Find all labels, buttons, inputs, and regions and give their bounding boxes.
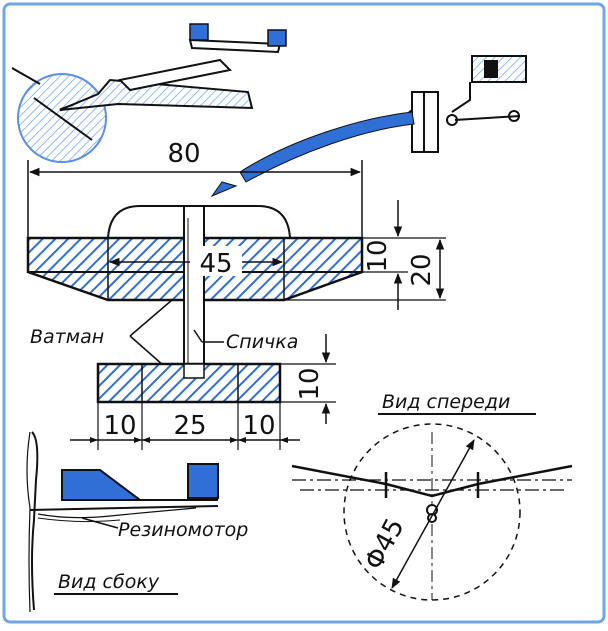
dim-80: 80 — [27, 139, 363, 238]
label-spichka: Спичка — [226, 331, 298, 353]
sketch-fin-left — [189, 23, 209, 41]
label-dim-10-left: 10 — [103, 411, 136, 441]
label-dim-10-right: 10 — [242, 411, 275, 441]
perspective-sketch — [11, 23, 287, 163]
label-vatman: Ватман — [30, 326, 104, 348]
hook-detail — [399, 55, 527, 153]
outer-frame — [2, 2, 606, 624]
dim-45: 45 — [108, 246, 284, 279]
dim-stab-widths: 10 25 10 — [70, 402, 300, 450]
label-dim-45: 45 — [199, 249, 232, 279]
side-tail-fin — [187, 463, 219, 499]
side-view — [26, 431, 219, 613]
side-rubber-motor — [37, 507, 197, 519]
label-rezinomotor: Резиномотор — [118, 519, 248, 541]
wing-top-view — [26, 205, 364, 377]
front-view: Φ45 — [291, 423, 573, 601]
label-dim-80: 80 — [167, 139, 200, 169]
stabilizer-block — [96, 362, 282, 404]
label-front-view: Вид спереди — [382, 391, 510, 413]
label-dim-10-wing: 10 — [363, 239, 393, 272]
sketch-stabilizer — [188, 38, 282, 54]
pointer-stroke — [239, 111, 415, 183]
sketch-fin-right — [267, 29, 287, 47]
match-stick — [183, 205, 205, 377]
label-dim-10-stab: 10 — [295, 367, 325, 400]
label-prop-diameter: Φ45 — [359, 514, 411, 575]
dim-right: 10 20 — [284, 200, 446, 310]
label-side-view: Вид сбоку — [58, 571, 160, 593]
sketch-wing — [59, 78, 254, 111]
side-fuselage — [29, 505, 219, 511]
front-prop-circle — [343, 423, 521, 601]
dim-stab-height: 10 — [280, 334, 336, 424]
side-wing-fin — [61, 469, 143, 501]
side-propeller — [31, 431, 39, 611]
label-dim-25: 25 — [173, 411, 206, 441]
label-dim-20: 20 — [407, 253, 437, 286]
